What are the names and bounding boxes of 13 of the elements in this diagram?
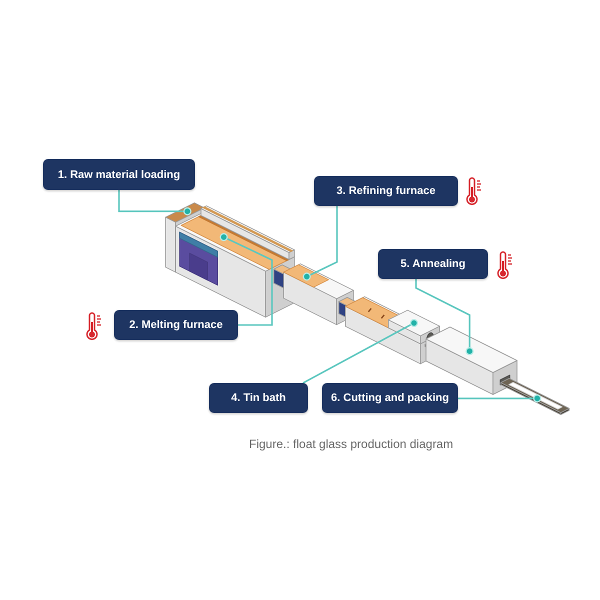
callout-label: 3. Refining furnace xyxy=(314,176,458,206)
annealing-lehr xyxy=(426,326,518,395)
callout-label: 6. Cutting and packing xyxy=(322,383,458,413)
leader-line xyxy=(415,279,474,356)
figure-caption: Figure.: float glass production diagram xyxy=(249,437,454,451)
leader-line xyxy=(302,318,418,384)
callout-label: 5. Annealing xyxy=(378,249,488,279)
glass-ribbon xyxy=(500,378,570,415)
callout-label: 4. Tin bath xyxy=(209,383,308,413)
callout-label: 2. Melting furnace xyxy=(114,310,238,340)
callout-label: 1. Raw material loading xyxy=(43,159,195,190)
leader-line xyxy=(458,394,542,402)
leader-line xyxy=(302,206,338,281)
